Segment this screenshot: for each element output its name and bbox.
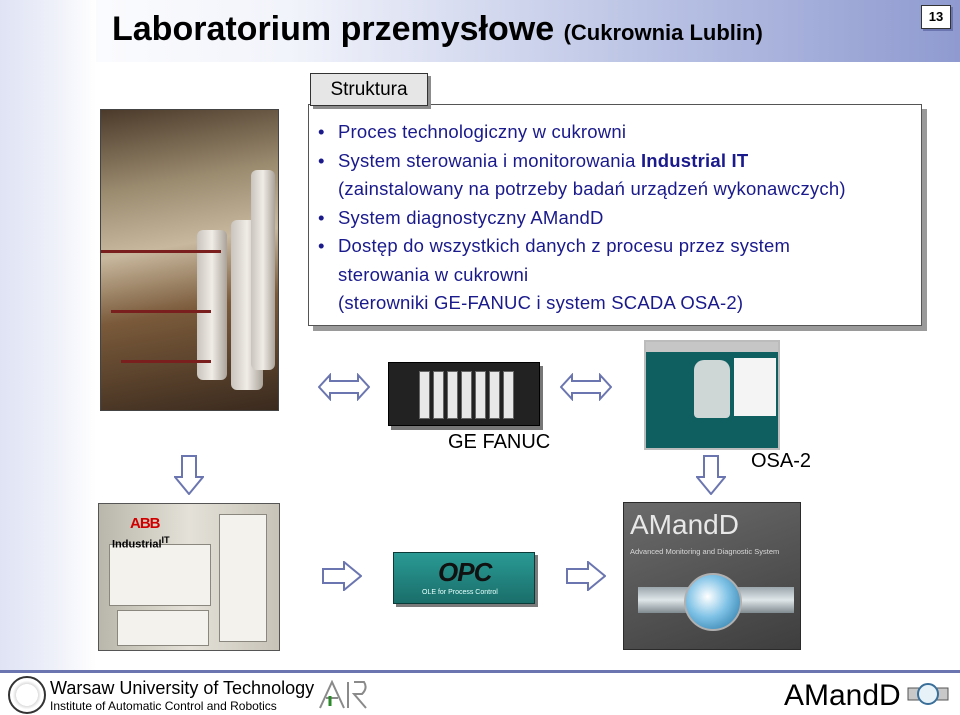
bullet-text: System diagnostyczny AMandD [338,206,604,228]
bullet-text: (sterowniki GE-FANUC i system SCADA OSA-… [338,292,744,313]
amandd-subtitle: Advanced Monitoring and Diagnostic Syste… [630,547,780,556]
down-arrow-icon [696,455,726,495]
bullet-text: Proces technologiczny w cukrowni [338,121,627,142]
double-arrow-icon [318,373,370,401]
industrial-it-cabinet-photo [98,503,280,651]
bullet-list: • Proces technologiczny w cukrowni • Syste… [318,118,918,318]
bullet-item: • Dostęp do wszystkich danych z procesu p… [318,232,918,261]
footer-amandd-brand: AMandD [784,679,901,712]
title-sub: (Cukrownia Lublin) [563,20,763,45]
footer-divider [0,670,960,673]
globe-graphic [684,573,742,631]
tab-struktura[interactable]: Struktura [310,73,428,106]
bullet-text: sterowania w cukrowni [338,263,529,285]
industrial-it-text: Industrial [112,538,162,551]
bullet-text: System sterowania i monitorowania [338,149,641,171]
slide-title: Laboratorium przemysłowe (Cukrownia Lubl… [112,10,763,49]
bullet-item: • System diagnostyczny AMandD [318,204,918,233]
sugar-plant-photo [100,109,279,411]
double-arrow-icon [560,373,612,401]
left-decor-stripe [0,0,96,670]
amandd-title: AMandD [630,509,739,540]
bullet-dot: • [318,235,325,256]
industrial-it-label: IndustrialIT [112,535,170,551]
title-main: Laboratorium przemysłowe [112,10,555,48]
bullet-bold-text: Industrial IT [640,149,749,171]
bullet-text: Dostęp do wszystkich danych z procesu pr… [338,235,791,256]
bullet-dot: • [318,149,325,171]
industrial-it-suffix: IT [161,535,170,545]
bullet-continuation: sterowania w cukrowni [318,261,918,290]
header-bar [0,0,960,62]
right-arrow-icon [322,561,362,591]
amandd-system-image: AMandD Advanced Monitoring and Diagnosti… [623,502,801,650]
opc-logo-image: OPC OLE for Process Control [393,552,535,604]
university-name: Warsaw University of Technology [50,678,315,698]
structure-box [308,104,922,326]
ge-fanuc-caption: GE FANUC [448,431,551,453]
opc-subtext: OLE for Process Control [422,589,498,596]
osa2-caption: OSA-2 [751,450,812,472]
bullet-dot: • [318,206,325,228]
opc-logo-text: OPC [438,557,492,587]
right-arrow-icon [566,561,606,591]
abb-logo: ABB [130,515,160,532]
osa2-scada-screenshot [644,340,780,450]
ge-fanuc-plc-image [388,362,540,426]
bullet-text: (zainstalowany na potrzeby badań urządze… [338,178,846,199]
bullet-continuation: (sterowniki GE-FANUC i system SCADA OSA-… [318,289,918,318]
page-number: 13 [921,5,951,29]
bullet-continuation: (zainstalowany na potrzeby badań urządze… [318,175,918,204]
bullet-item: • Proces technologiczny w cukrowni [318,118,918,147]
bullet-item: • System sterowania i monitorowania Indus… [318,147,918,176]
university-seal-icon [8,676,46,714]
down-arrow-icon [174,455,204,495]
amandd-pipe-logo-icon [907,683,949,705]
institute-name: Institute of Automatic Control and Robot… [50,699,277,713]
bullet-dot: • [318,121,325,142]
institute-logo-icon [319,680,367,709]
